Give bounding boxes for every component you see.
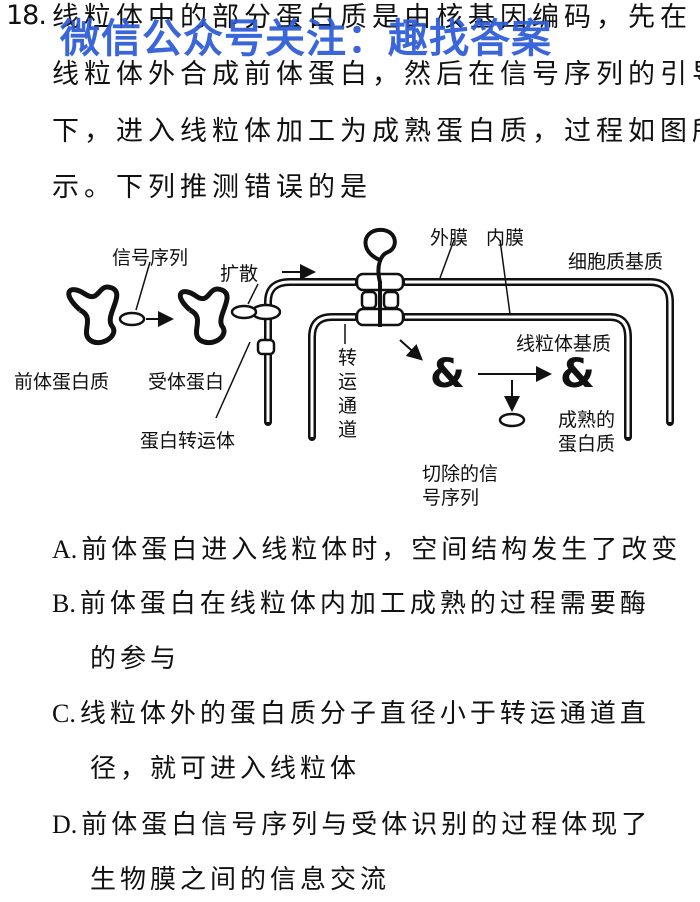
label-mitochondrial-matrix: 线粒体基质	[516, 333, 611, 355]
question-stem-line-3: 下，进入线粒体加工为成熟蛋白质，过程如图所	[52, 116, 700, 147]
question-stem-line-2: 线粒体外合成前体蛋白，然后在信号序列的引导	[52, 59, 700, 90]
label-channel-2: 运	[338, 371, 357, 393]
cut-signal-sequence	[498, 412, 526, 428]
option-c[interactable]: C.线粒体外的蛋白质分子直径小于转运通道直	[52, 696, 650, 732]
bound-precursor-shape	[177, 286, 230, 346]
mature-protein-shape: &	[560, 351, 595, 397]
option-a-text: 前体蛋白进入线粒体时，空间结构发生了改变	[81, 535, 682, 565]
question-stem-line-1: 线粒体中的部分蛋白质是由核基因编码，先在	[52, 2, 692, 33]
mitochondria-import-diagram: & & 信号序列 扩散 外膜 内膜 细胞质基质 线粒体基质 前体蛋白质 受体蛋白…	[14, 227, 674, 509]
label-channel-3: 通	[338, 395, 357, 417]
question-stem-line-4: 示。下列推测错误的是	[52, 172, 372, 203]
option-d-text: 前体蛋白信号序列与受体识别的过程体现了	[81, 810, 652, 840]
precursor-protein-shape	[66, 284, 120, 346]
label-receptor: 受体蛋白	[148, 371, 224, 393]
label-diffusion: 扩散	[220, 263, 258, 285]
question-number: 18.	[6, 0, 47, 31]
option-b-continued: 的参与	[90, 644, 181, 674]
protein-in-channel	[363, 227, 397, 327]
label-inner-membrane: 内膜	[486, 227, 524, 249]
option-b-letter: B.	[52, 589, 76, 618]
option-b-text: 前体蛋白在线粒体内加工成熟的过程需要酶	[79, 589, 650, 619]
signal-sequence-mark	[118, 311, 146, 327]
option-a[interactable]: A.前体蛋白进入线粒体时，空间结构发生了改变	[52, 532, 681, 568]
option-c-text: 线粒体外的蛋白质分子直径小于转运通道直	[79, 699, 650, 729]
option-d-continued: 生物膜之间的信息交流	[90, 865, 391, 895]
option-d-letter: D.	[52, 810, 78, 839]
label-cut-2: 号序列	[422, 487, 479, 509]
protein-transporter	[256, 338, 276, 356]
label-precursor: 前体蛋白质	[14, 371, 109, 393]
processing-protein: &	[430, 351, 465, 397]
label-outer-membrane: 外膜	[430, 227, 468, 249]
label-signal-sequence: 信号序列	[112, 247, 188, 269]
label-cut-1: 切除的信	[422, 463, 498, 485]
option-a-letter: A.	[52, 535, 78, 564]
watermark: 微信公众号关注：趣找答案	[60, 16, 552, 62]
label-cytoplasmic-matrix: 细胞质基质	[568, 251, 663, 273]
label-transporter: 蛋白转运体	[140, 430, 235, 452]
label-mature-1: 成熟的	[558, 409, 615, 431]
option-d[interactable]: D.前体蛋白信号序列与受体识别的过程体现了	[52, 807, 651, 843]
label-channel-1: 转	[338, 347, 357, 369]
label-mature-2: 蛋白质	[558, 433, 615, 455]
option-c-continued: 径，就可进入线粒体	[90, 754, 361, 784]
option-c-letter: C.	[52, 699, 76, 728]
option-b[interactable]: B.前体蛋白在线粒体内加工成熟的过程需要酶	[52, 586, 650, 622]
label-channel-4: 道	[338, 419, 357, 441]
